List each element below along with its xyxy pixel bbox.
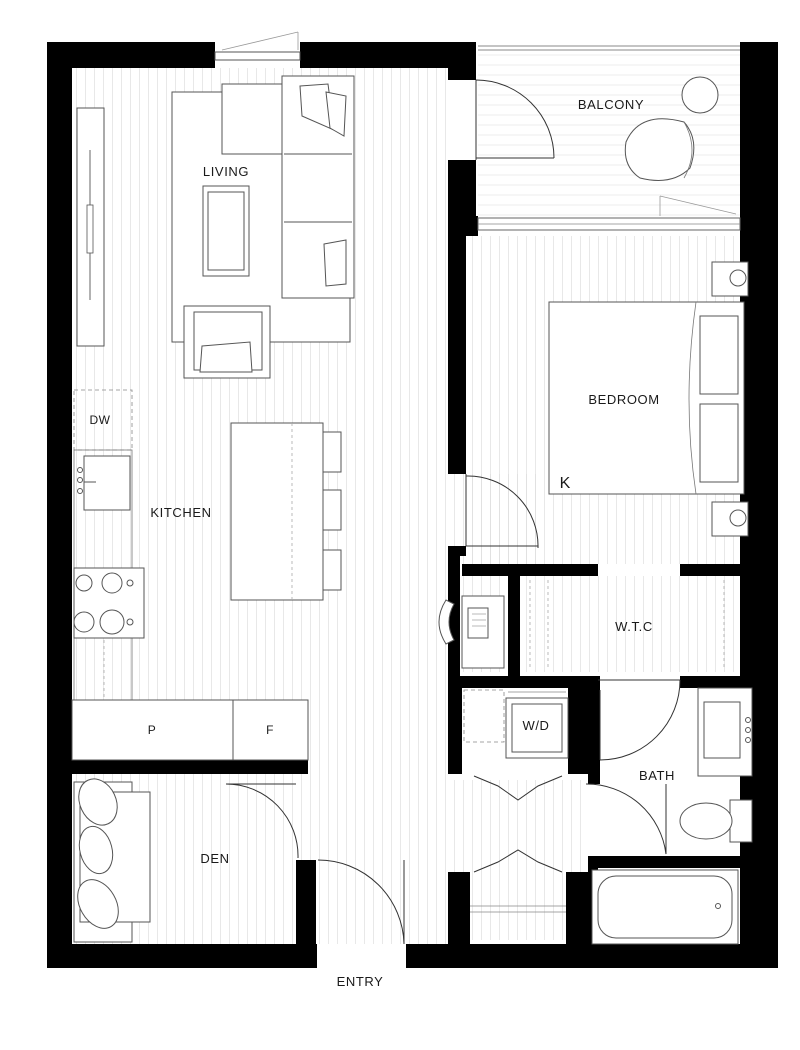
den-furniture	[73, 778, 151, 943]
label-den: DEN	[200, 851, 229, 866]
label-bedroom: BEDROOM	[588, 392, 659, 407]
label-entry: ENTRY	[337, 974, 384, 989]
label-pantry: P	[148, 723, 157, 737]
bedroom-furniture	[548, 261, 749, 537]
wtc-shelving	[529, 580, 725, 670]
label-wtc: W.T.C	[615, 619, 653, 634]
label-balcony: BALCONY	[578, 97, 644, 112]
label-kitchen: KITCHEN	[150, 505, 211, 520]
windows	[214, 31, 741, 231]
label-bed-size: K	[560, 475, 571, 492]
desk-furniture	[438, 595, 505, 669]
balcony-furniture	[624, 76, 719, 181]
kitchen-furniture	[71, 389, 342, 761]
label-fridge: F	[266, 723, 274, 737]
laundry-appliance	[463, 689, 569, 759]
label-bath: BATH	[639, 768, 675, 783]
label-living: LIVING	[203, 164, 249, 179]
closet-shelf	[470, 905, 566, 913]
label-dishwasher: DW	[90, 413, 111, 427]
bathroom-fixtures	[591, 687, 753, 945]
room-labels: LIVING BALCONY BEDROOM KITCHEN DEN W.T.C…	[90, 97, 675, 989]
label-wd: W/D	[522, 718, 549, 733]
doors	[225, 79, 681, 945]
living-furniture	[76, 75, 355, 379]
